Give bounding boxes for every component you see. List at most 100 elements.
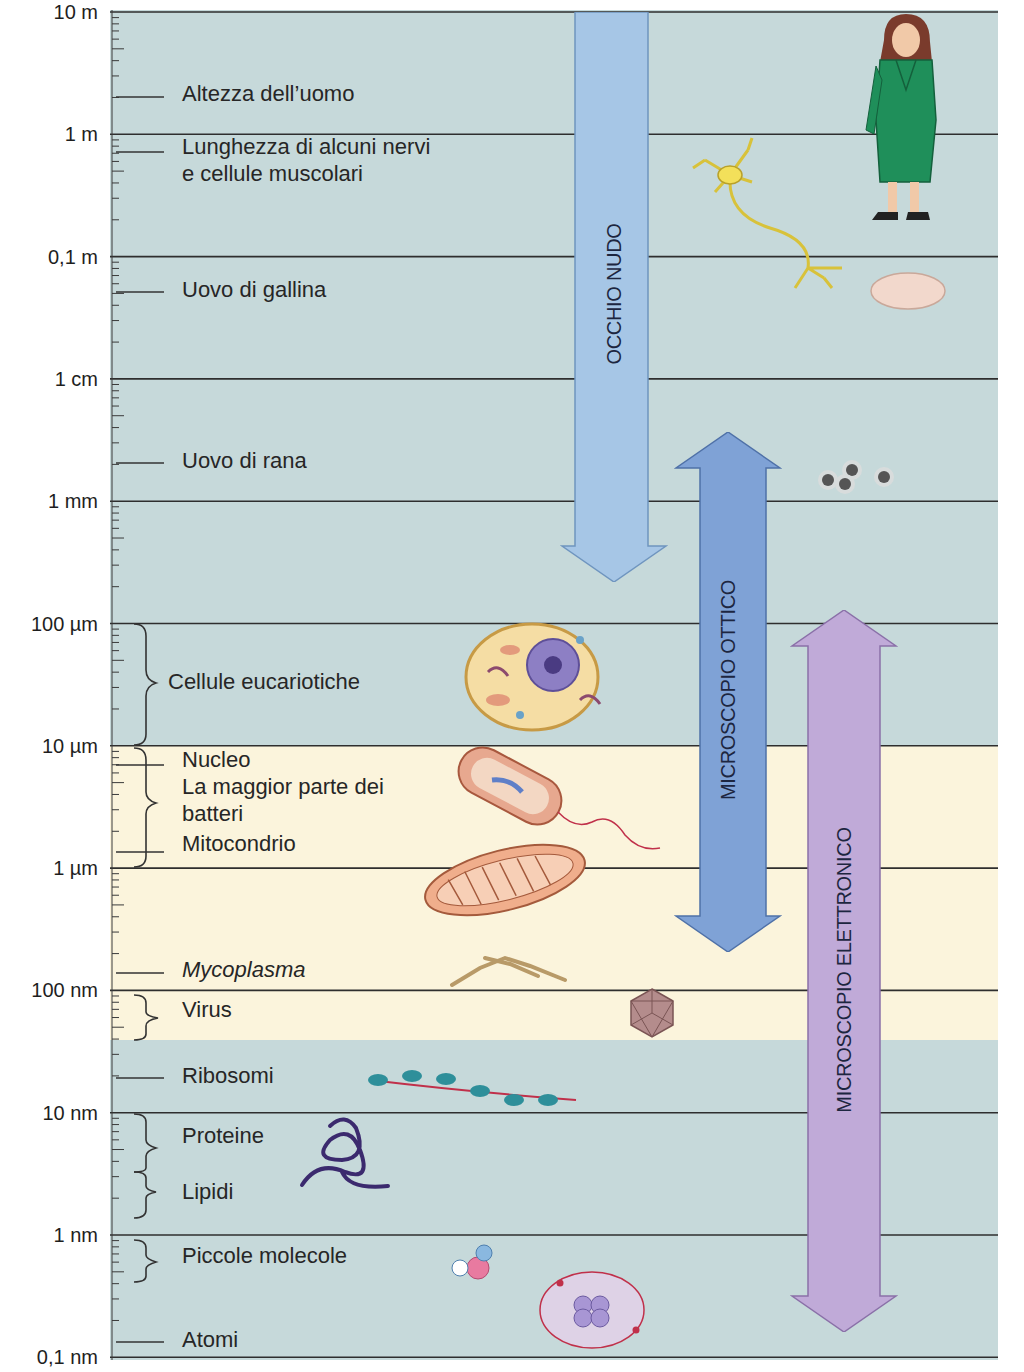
ruler-tick bbox=[112, 198, 119, 199]
mitochondrion bbox=[418, 831, 592, 929]
scale-value: 100 µm bbox=[2, 613, 98, 635]
ruler-axis bbox=[112, 10, 113, 1360]
decade-line bbox=[110, 256, 998, 258]
decade-lines bbox=[110, 12, 998, 1357]
ruler-tick bbox=[112, 757, 119, 758]
frog-eggs bbox=[874, 467, 894, 487]
ruler-tick bbox=[112, 650, 119, 651]
item-label: Proteine bbox=[182, 1122, 292, 1149]
bacterium bbox=[492, 780, 522, 792]
ruler-tick bbox=[112, 1253, 119, 1254]
item-label: Cellule eucariotiche bbox=[168, 668, 458, 695]
woman-figure bbox=[896, 60, 916, 90]
ruler-tick bbox=[112, 153, 119, 154]
ruler-tick bbox=[112, 17, 119, 18]
scale-value: 0,1 nm bbox=[2, 1346, 98, 1368]
small-molecule bbox=[476, 1245, 492, 1261]
item-label: Ribosomi bbox=[182, 1062, 362, 1089]
ribosome-chain bbox=[402, 1070, 422, 1082]
woman-figure bbox=[906, 212, 930, 220]
ruler-tick bbox=[112, 442, 119, 443]
range-brackets bbox=[134, 624, 158, 1282]
range-brackets bbox=[134, 1240, 156, 1282]
ruler-tick bbox=[112, 879, 119, 880]
eukaryotic-cell bbox=[466, 624, 598, 730]
range-brackets bbox=[134, 748, 156, 867]
frog-eggs bbox=[818, 460, 894, 494]
eukaryotic-cell bbox=[500, 645, 520, 655]
ruler-tick bbox=[112, 642, 119, 643]
atom bbox=[540, 1272, 644, 1348]
eukaryotic-cell bbox=[544, 656, 562, 674]
ruler-tick bbox=[112, 219, 119, 220]
atom bbox=[591, 1309, 609, 1327]
arrow-label: MICROSCOPIO OTTICO bbox=[717, 580, 739, 800]
item-label: Virus bbox=[182, 996, 382, 1023]
ruler-tick bbox=[112, 1176, 119, 1177]
range-brackets bbox=[134, 1172, 156, 1218]
ruler-tick bbox=[112, 873, 119, 874]
scale-value: 10 nm bbox=[2, 1102, 98, 1124]
ruler-tick bbox=[112, 895, 119, 896]
leader-lines bbox=[116, 291, 164, 293]
eukaryotic-cell bbox=[576, 636, 584, 644]
range-brackets bbox=[134, 624, 156, 745]
ruler-tick bbox=[112, 1039, 119, 1040]
neuron bbox=[693, 138, 842, 288]
ruler-tick bbox=[112, 1271, 124, 1272]
ruler-tick bbox=[112, 48, 124, 49]
atom bbox=[633, 1327, 640, 1334]
arrow-outline bbox=[676, 432, 780, 952]
neuron bbox=[693, 138, 752, 192]
small-molecule bbox=[452, 1245, 492, 1279]
item-label: Lipidi bbox=[182, 1178, 292, 1205]
virus bbox=[631, 989, 673, 1037]
ruler-tick bbox=[112, 772, 119, 773]
frog-eggs bbox=[822, 474, 834, 486]
log-ruler bbox=[112, 10, 124, 1360]
ruler-tick bbox=[112, 1246, 119, 1247]
ruler-tick bbox=[112, 635, 119, 636]
scale-value: 1 m bbox=[2, 123, 98, 145]
ruler-tick bbox=[112, 1262, 119, 1263]
atom bbox=[574, 1309, 592, 1327]
item-label: Atomi bbox=[182, 1326, 362, 1353]
range-arrow: OCCHIO NUDO bbox=[560, 12, 668, 582]
ruler-tick bbox=[112, 161, 119, 162]
ruler-tick bbox=[112, 23, 119, 24]
scale-value: 100 nm bbox=[2, 979, 98, 1001]
leader-lines bbox=[116, 1341, 164, 1343]
leader-lines bbox=[116, 151, 164, 153]
woman-figure bbox=[876, 60, 936, 182]
ruler-tick bbox=[112, 708, 119, 709]
ruler-tick bbox=[112, 464, 119, 465]
arrow-outline bbox=[562, 12, 666, 582]
scale-value: 10 µm bbox=[2, 735, 98, 757]
woman-figure bbox=[866, 66, 882, 134]
small-molecule bbox=[452, 1260, 468, 1276]
virus bbox=[631, 989, 673, 1037]
eukaryotic-cell bbox=[527, 639, 579, 691]
eukaryotic-cell bbox=[516, 711, 524, 719]
neuron bbox=[718, 166, 742, 184]
ruler-tick bbox=[112, 182, 119, 183]
neuron bbox=[730, 178, 808, 268]
ruler-tick bbox=[112, 139, 119, 140]
scale-value: 10 m bbox=[2, 1, 98, 23]
ruler-tick bbox=[112, 171, 124, 172]
ruler-tick bbox=[112, 406, 119, 407]
ruler-tick bbox=[112, 427, 119, 428]
ribosome-chain bbox=[470, 1085, 490, 1097]
ruler-tick bbox=[112, 687, 119, 688]
ruler-tick bbox=[112, 268, 119, 269]
atom bbox=[557, 1280, 564, 1287]
virus bbox=[631, 989, 673, 1037]
item-label: Mycoplasma bbox=[182, 956, 442, 983]
ruler-tick bbox=[112, 1027, 124, 1028]
ruler-tick bbox=[112, 1298, 119, 1299]
ruler-tick bbox=[112, 794, 119, 795]
mitochondrion bbox=[432, 844, 578, 917]
bacterium bbox=[558, 812, 660, 849]
ruler-tick bbox=[112, 660, 124, 661]
ribosome-chain bbox=[538, 1094, 558, 1106]
